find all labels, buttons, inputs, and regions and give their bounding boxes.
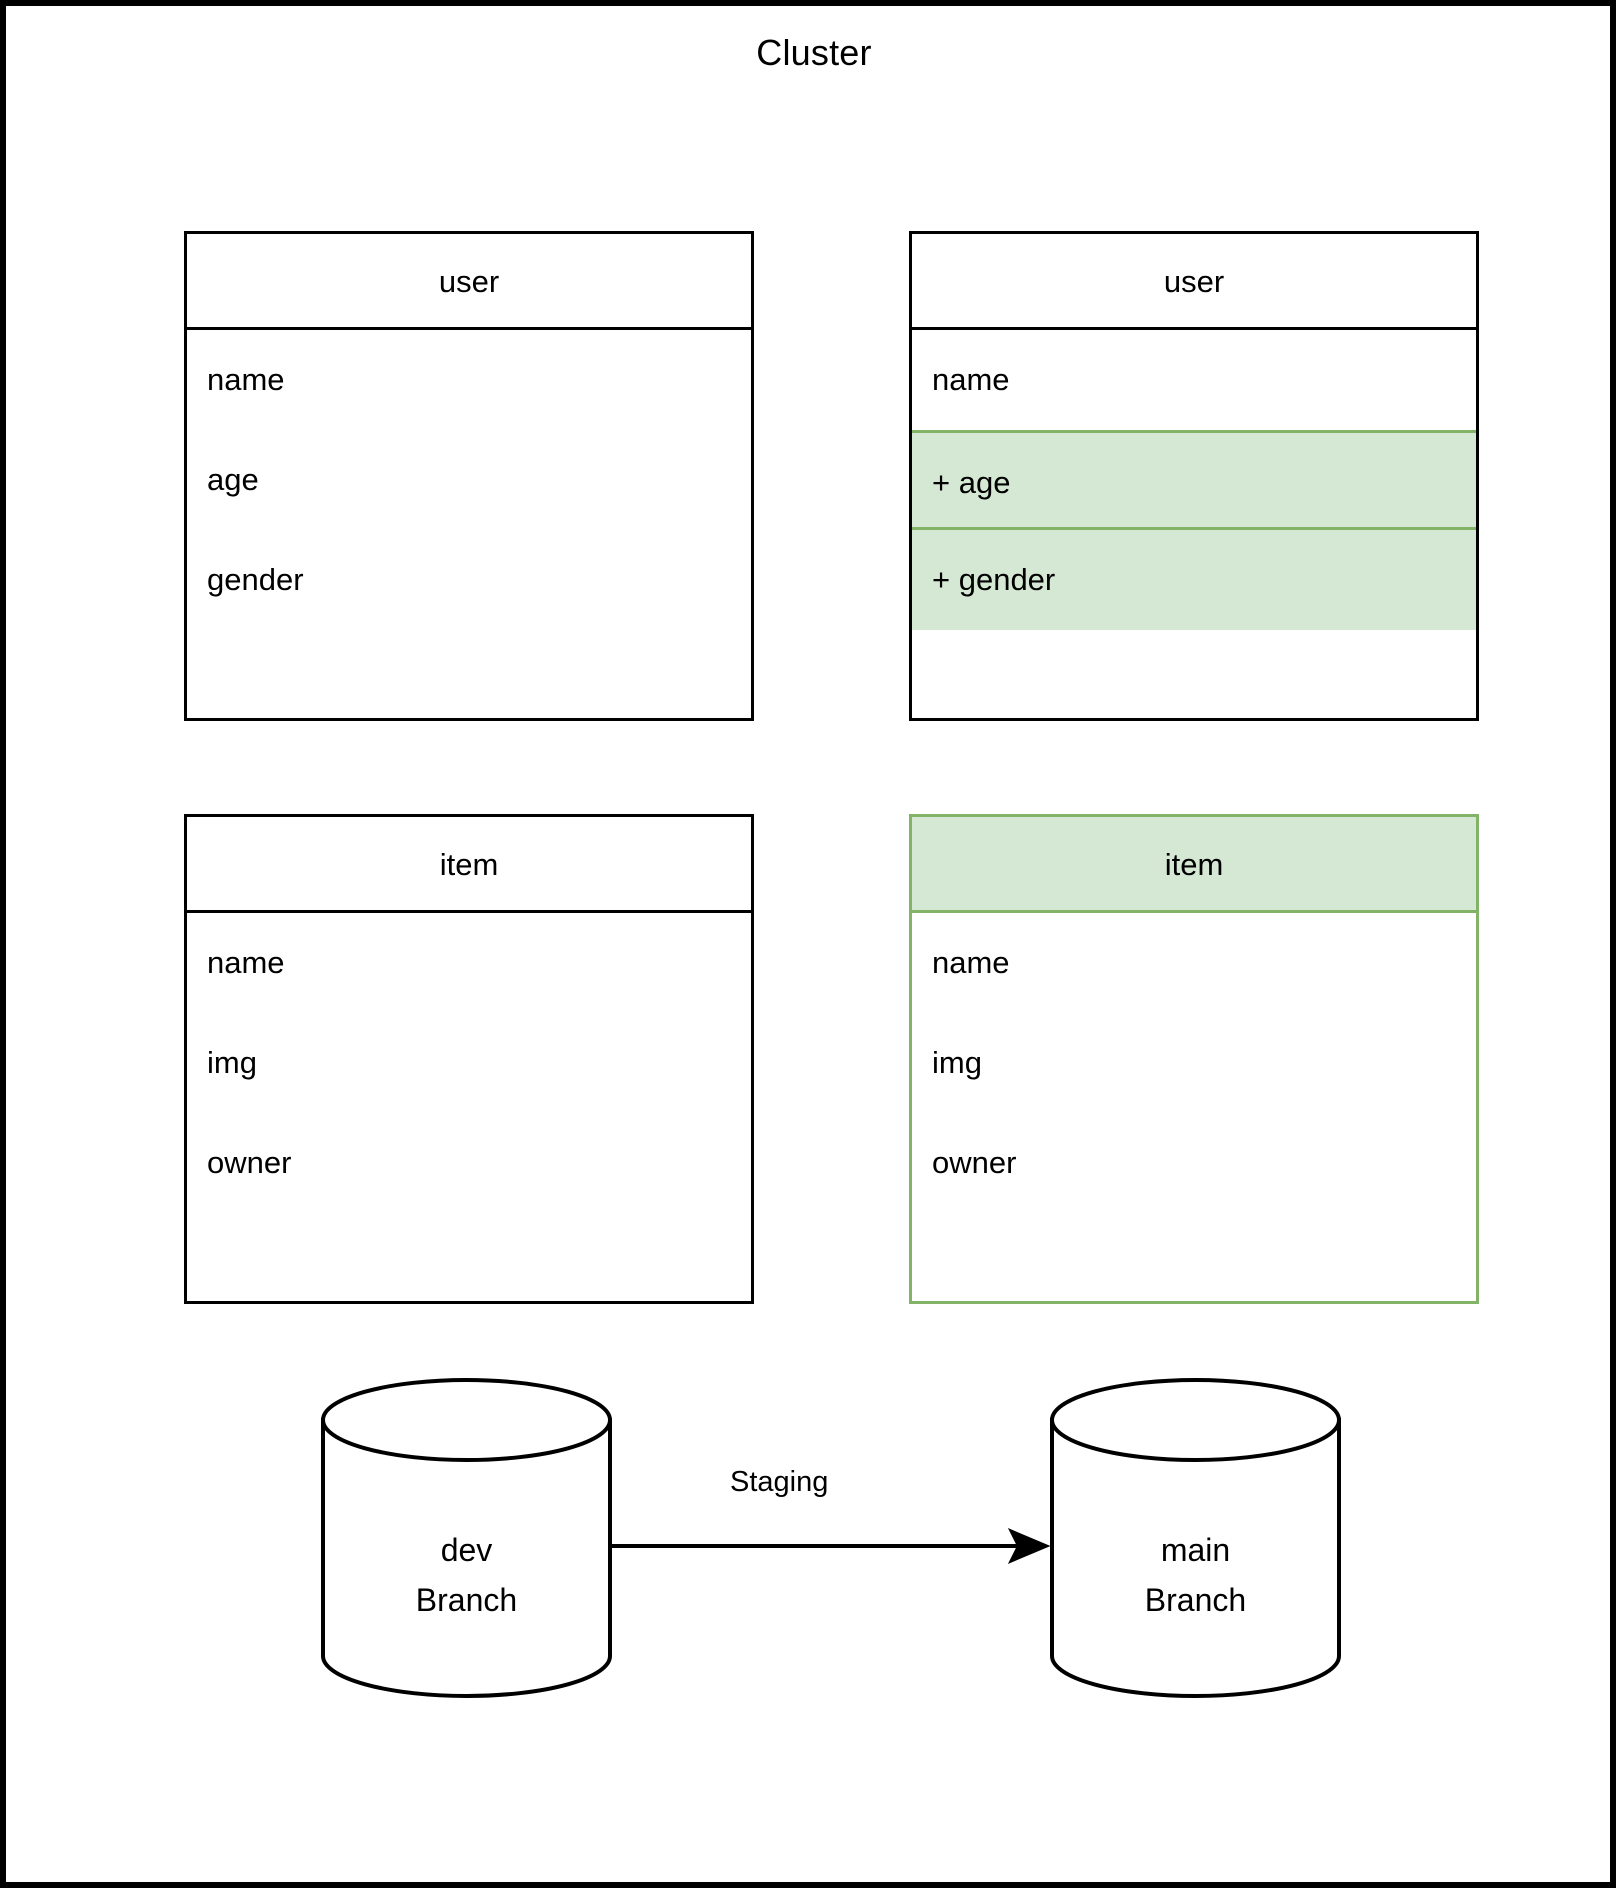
table-row: gender	[207, 562, 304, 597]
table-row: name	[932, 945, 1010, 980]
table-user-left[interactable]: user name age gender	[184, 231, 754, 721]
table-body-user-right: name + age + gender	[912, 330, 1476, 630]
table-header-user-right: user	[912, 234, 1476, 330]
table-item-right[interactable]: item name img owner	[909, 814, 1479, 1304]
table-item-left[interactable]: item name img owner	[184, 814, 754, 1304]
table-row: owner	[932, 1145, 1017, 1180]
table-body-item-left: name img owner	[187, 913, 751, 1213]
staging-edge-label: Staging	[724, 1466, 835, 1499]
table-header-item-right: item	[912, 817, 1476, 913]
cylinder-main-shape	[1050, 1378, 1341, 1698]
table-row: img	[932, 1045, 982, 1080]
table-row: age	[207, 462, 259, 497]
table-row: img	[207, 1045, 257, 1080]
table-row: owner	[207, 1145, 292, 1180]
staging-arrow	[608, 1528, 1051, 1564]
cylinder-dev-branch[interactable]: dev Branch	[319, 1378, 614, 1698]
table-row: name	[207, 362, 285, 397]
table-row-added: + gender	[912, 530, 1476, 630]
page-title: Cluster	[756, 32, 872, 73]
table-row-added: + age	[912, 430, 1476, 530]
table-header-user-left: user	[187, 234, 751, 330]
cylinder-main-branch[interactable]: main Branch	[1048, 1378, 1343, 1698]
table-body-user-left: name age gender	[187, 330, 751, 630]
table-user-right[interactable]: user name + age + gender	[909, 231, 1479, 721]
table-body-item-right: name img owner	[912, 913, 1476, 1213]
table-row: name	[932, 362, 1010, 397]
table-row: name	[207, 945, 285, 980]
cylinder-dev-shape	[321, 1378, 612, 1698]
table-header-item-left: item	[187, 817, 751, 913]
